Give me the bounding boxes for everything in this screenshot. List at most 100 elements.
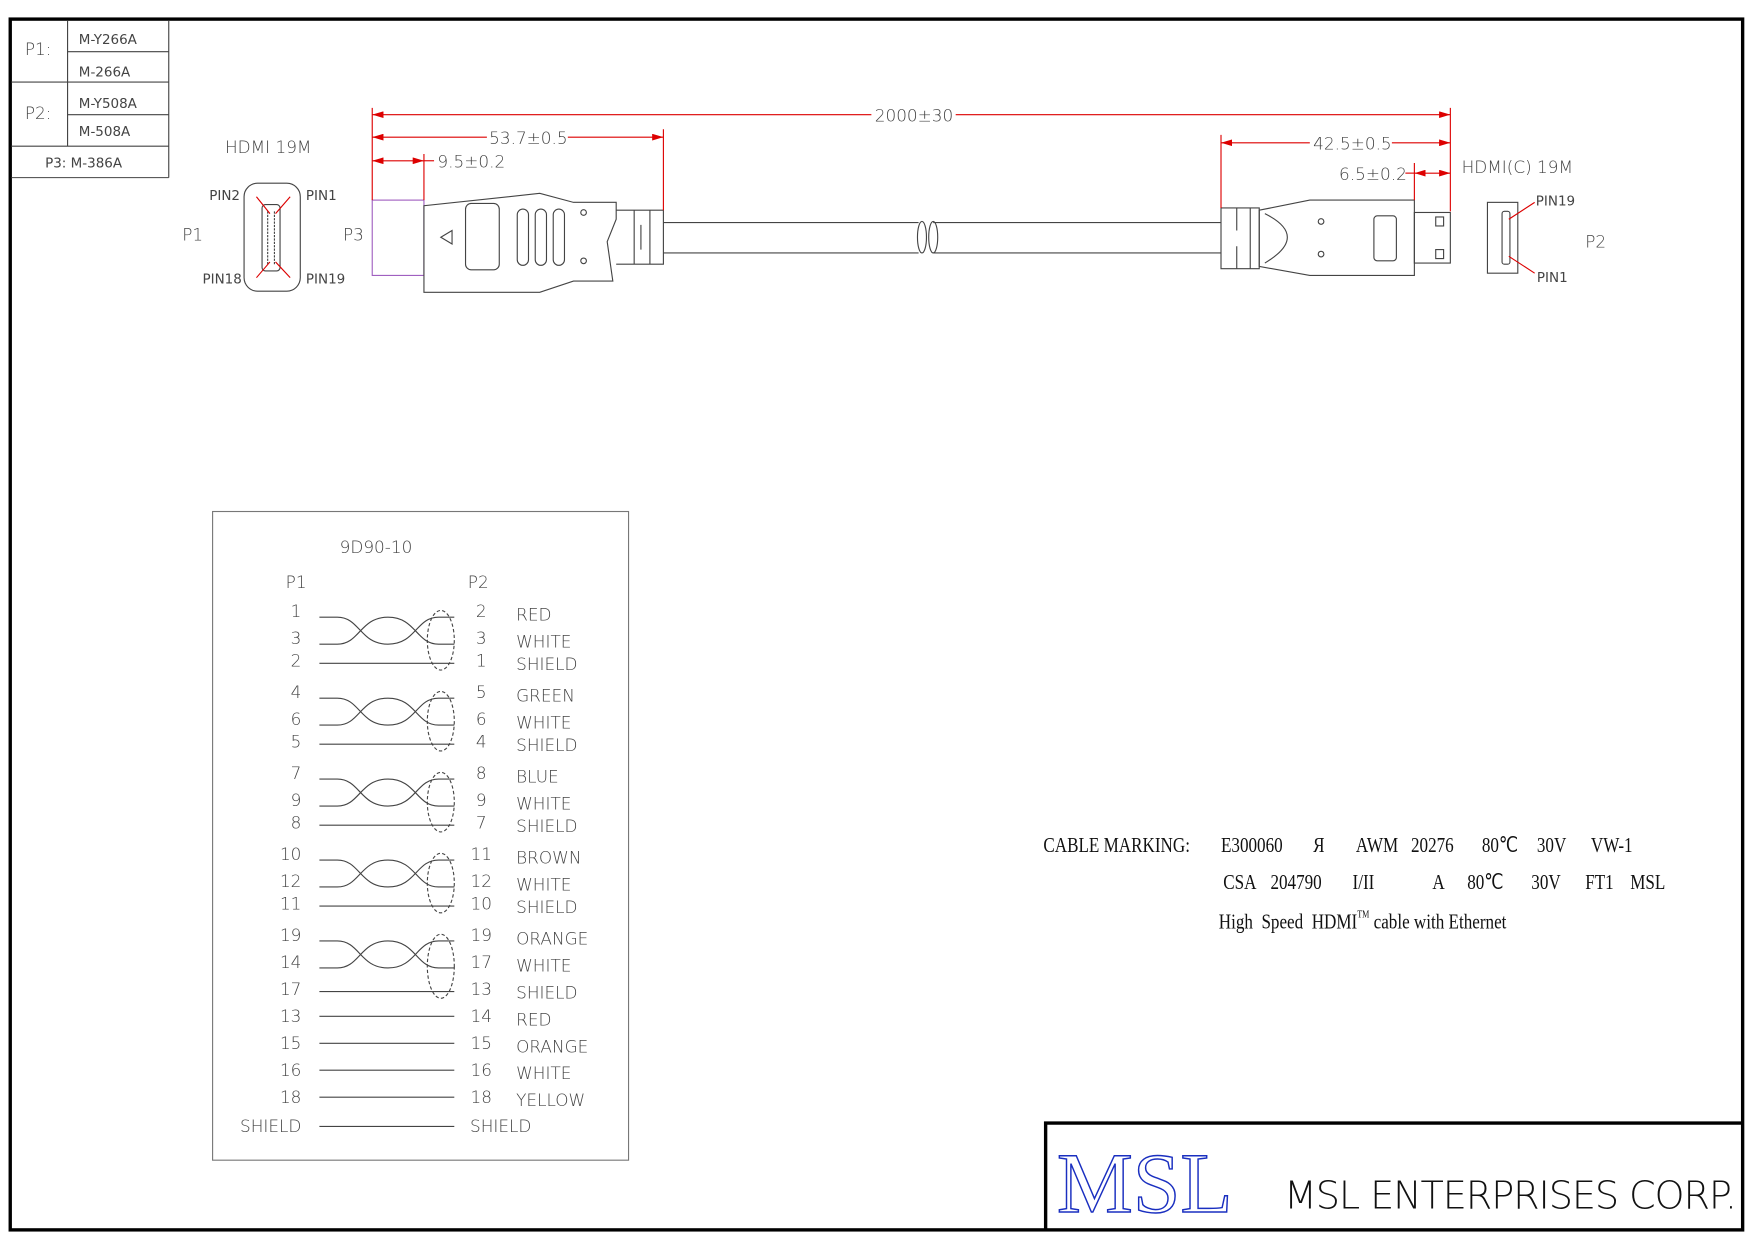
p1-pin: 6	[291, 709, 302, 729]
sheet-border	[8, 17, 1745, 1232]
p1-pin: 4	[291, 682, 302, 702]
wire-color: ORANGE	[516, 1036, 588, 1056]
p1-pin: 3	[291, 628, 302, 648]
p2-pin: 4	[476, 732, 487, 752]
p2-pin: 13	[471, 979, 492, 999]
p2-label: P2:	[25, 103, 52, 123]
p2-pin: 15	[471, 1033, 492, 1053]
shield-ellipse	[426, 690, 455, 752]
p2-pin: 8	[476, 763, 487, 783]
p2-pin: 10	[471, 893, 492, 913]
pin-label: PIN19	[1536, 194, 1575, 210]
wire-color: WHITE	[516, 1063, 571, 1083]
p1-pin: 12	[280, 871, 301, 891]
p1-pin: 11	[280, 893, 301, 913]
twisted-pair-wire	[319, 940, 455, 969]
twisted-pair-wire	[319, 697, 455, 726]
marking-token: MSL	[1630, 872, 1665, 895]
wire-color: RED	[516, 1009, 551, 1029]
wire-color: SHIELD	[516, 654, 577, 674]
pin-label: PIN1	[306, 188, 337, 204]
p1-header: P1	[286, 572, 307, 592]
wire-color: SHIELD	[516, 897, 577, 917]
wire-color: WHITE	[516, 955, 571, 975]
p2-pin: 14	[471, 1006, 492, 1026]
wire-color: BROWN	[516, 847, 581, 867]
p1-pin: 5	[291, 732, 302, 752]
wiring-row: 12 12 WHITE	[280, 871, 571, 894]
wire-color: WHITE	[516, 874, 571, 894]
twisted-pair-wire	[319, 616, 455, 645]
marking-token: Я	[1313, 834, 1324, 857]
p2-pin: 11	[471, 844, 492, 864]
p2-model: M-Y508A	[79, 96, 138, 112]
twisted-pair-wire	[319, 697, 455, 726]
wire-color: SHIELD	[516, 816, 577, 836]
msl-logo: MSL	[1057, 1137, 1233, 1231]
right-connector-title: HDMI(C) 19M	[1462, 157, 1573, 177]
shield-ellipse	[426, 771, 455, 833]
dim-total: 2000±30	[875, 105, 954, 125]
marking-token: A	[1432, 872, 1444, 895]
p1-pin: 9	[291, 790, 302, 810]
p2-pin: 9	[476, 790, 487, 810]
marking-token: 204790	[1270, 872, 1321, 895]
left-connector-label: P1	[182, 225, 203, 245]
wire-color: BLUE	[516, 766, 559, 786]
p2-pin: SHIELD	[470, 1116, 531, 1136]
wiring-row: 8 7 SHIELD	[291, 813, 578, 836]
marking-token: 20276	[1411, 834, 1454, 857]
p3-label: P3	[343, 225, 364, 245]
p1-pin: 19	[280, 925, 301, 945]
p3-model: P3: M-386A	[45, 156, 123, 172]
p1-pin: 8	[291, 813, 302, 833]
pin-label: PIN1	[1537, 270, 1568, 286]
marking-line3: High Speed HDMITM cable with Ethernet	[1219, 909, 1507, 935]
wire-color: YELLOW	[516, 1090, 585, 1110]
wiring-row: 9 9 WHITE	[291, 790, 572, 813]
twisted-pair-wire	[319, 940, 455, 969]
p2-pin: 12	[471, 871, 492, 891]
shield-ellipse	[426, 609, 455, 671]
twisted-pair-wire	[319, 778, 455, 807]
wire-color: WHITE	[516, 712, 571, 732]
marking-token: 30V	[1537, 834, 1566, 857]
wiring-title: 9D90-10	[340, 537, 413, 557]
p2-pin: 7	[476, 813, 487, 833]
twisted-pair-wire	[319, 859, 455, 888]
p2-header: P2	[468, 572, 489, 592]
marking-token: 80℃	[1482, 834, 1518, 857]
p1-pin: 14	[280, 952, 301, 972]
dim-right-tip: 6.5±0.2	[1339, 164, 1407, 184]
p1-model: M-Y266A	[79, 32, 138, 48]
dim-right-plug: 42.5±0.5	[1313, 134, 1391, 154]
p1-model: M-266A	[79, 64, 131, 80]
p2-pin: 3	[476, 628, 487, 648]
twisted-pair-wire	[319, 616, 455, 645]
p1-pin: 7	[291, 763, 302, 783]
wire-color: WHITE	[516, 793, 571, 813]
company-name: MSL ENTERPRISES CORP.	[1284, 1175, 1737, 1219]
marking-token: 30V	[1531, 872, 1560, 895]
p1-label: P1:	[25, 39, 52, 59]
pin-label: PIN18	[202, 271, 241, 287]
wire-color: SHIELD	[516, 982, 577, 1002]
p2-pin: 16	[471, 1060, 492, 1080]
pin-label: PIN2	[209, 188, 240, 204]
parts-table: P1: M-Y266A M-266A P2: M-Y508A M-508A P3…	[11, 20, 170, 179]
p2-pin: 5	[476, 682, 487, 702]
